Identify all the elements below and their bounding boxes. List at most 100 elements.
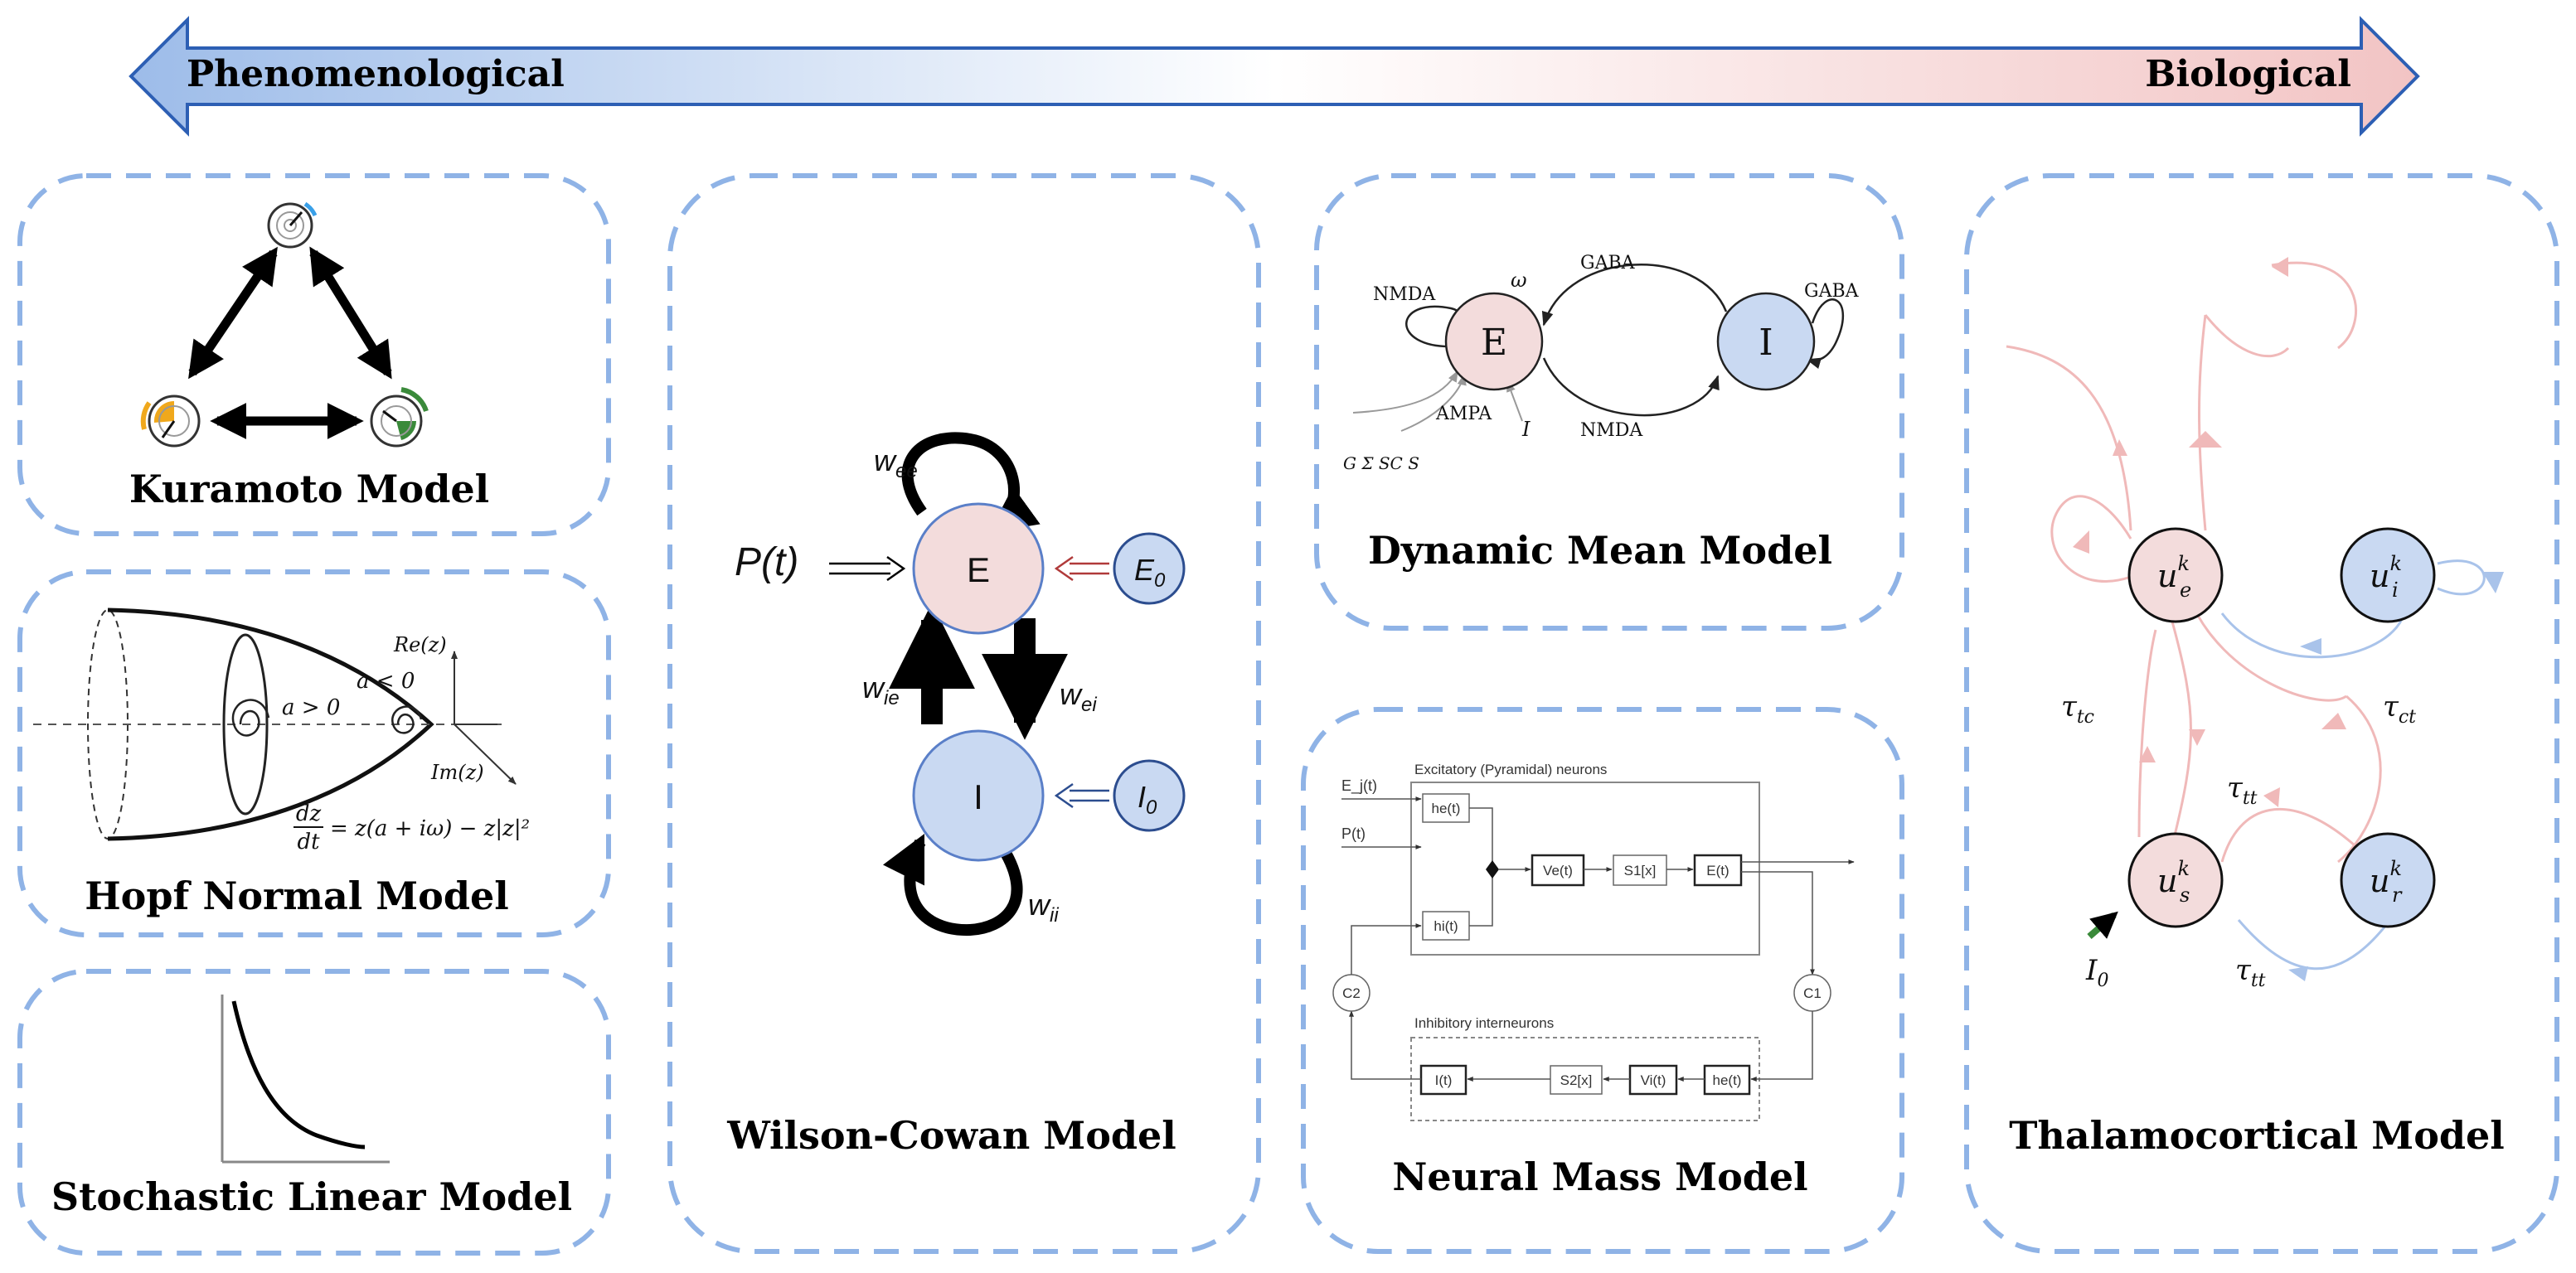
decay-curve-plot [221, 995, 390, 1164]
e0-input-node [1113, 532, 1186, 605]
equation-rhs: = z(a + iω) − z|z|² [330, 816, 530, 841]
input-pt-label: P(t) [735, 540, 798, 584]
vi-label: Vi(t) [1641, 1072, 1666, 1088]
re-axis-label: Re(z) [393, 633, 447, 656]
dmf-inhibitory-node [1716, 292, 1816, 391]
tau-tt2-label: τtt [2235, 954, 2266, 991]
dmf-excitatory-node [1444, 292, 1544, 391]
ur-node [2340, 832, 2436, 928]
equation-dt: dt [297, 830, 320, 854]
tau-ct-label: τct [2383, 690, 2416, 728]
s2-block [1550, 1065, 1603, 1095]
a-negative-label: a < 0 [357, 669, 415, 694]
spectrum-arrow: Phenomenological Biological [129, 16, 2420, 137]
it-label: I(t) [1435, 1072, 1453, 1088]
a-positive-label: a > 0 [282, 695, 340, 720]
tau-tc-label: τtc [2061, 690, 2094, 728]
coupling-arrow [309, 246, 392, 380]
oscillator-icon [267, 201, 318, 249]
gaba-top-label: GABA [1580, 253, 1636, 273]
w-ee-label: wee [874, 443, 918, 482]
blue-connections [2220, 559, 2486, 970]
nmda-bottom-label: NMDA [1580, 420, 1643, 441]
e0-arrow [1054, 555, 1109, 582]
nmm-panel: Excitatory (Pyramidal) neurons Inhibitor… [1301, 707, 1904, 1254]
equation-dz: dz [296, 801, 322, 826]
us-node [2127, 832, 2224, 928]
hi-label: hi(t) [1434, 918, 1458, 934]
he-bottom-block [1703, 1064, 1751, 1096]
he-block [1422, 793, 1470, 823]
omega-label: ω [1511, 269, 1527, 292]
dmf-node-e: E [1481, 322, 1507, 364]
e0-label: E0 [1134, 553, 1166, 592]
wilson-cowan-title: Wilson-Cowan Model [726, 1113, 1176, 1158]
im-axis-label: Im(z) [430, 761, 484, 784]
he-bottom-label: he(t) [1713, 1072, 1742, 1088]
i0-input-node [1113, 759, 1186, 832]
hopf-title: Hopf Normal Model [85, 874, 509, 918]
kuramoto-title: Kuramoto Model [129, 467, 489, 511]
nmm-title: Neural Mass Model [1392, 1154, 1807, 1199]
kuramoto-panel: Kuramoto Model [17, 173, 611, 536]
input-i-label: I [1521, 418, 1531, 441]
w-ie-label: wie [862, 670, 900, 709]
dmf-node-i: I [1759, 322, 1773, 364]
coupling-arrow [188, 246, 278, 380]
oscillator-icon [140, 394, 201, 448]
ampa-label: AMPA [1435, 404, 1492, 424]
hi-block [1422, 911, 1470, 941]
hopf-panel: a > 0 a < 0 Re(z) Im(z) dz dt = z(a + iω… [17, 569, 611, 937]
node-i-label: I [973, 777, 983, 816]
et-block [1693, 854, 1743, 887]
ve-label: Ve(t) [1543, 863, 1573, 879]
gaba-self-label: GABA [1804, 281, 1860, 302]
c1-label: C1 [1803, 985, 1822, 1001]
it-block [1419, 1064, 1467, 1096]
nmda-self-label: NMDA [1373, 284, 1436, 305]
i0-input-label: I0 [2085, 954, 2108, 991]
dmf-title: Dynamic Mean Model [1368, 528, 1832, 573]
phenomenological-label: Phenomenological [187, 53, 565, 95]
inhibitory-node [912, 729, 1045, 862]
excitatory-node [912, 502, 1045, 635]
w-ii-label: wii [1028, 888, 1059, 927]
stochastic-panel: Stochastic Linear Model [17, 969, 611, 1256]
s1-label: S1[x] [1624, 863, 1657, 879]
node-e-label: E [967, 550, 990, 589]
ui-node [2340, 527, 2436, 623]
excitatory-box [1410, 782, 1760, 956]
input-ej-label: E_j(t) [1341, 777, 1377, 795]
wilson-cowan-panel: E I P(t) E0 I0 wee wie wei wii Wilso [667, 173, 1261, 1254]
w-ee-loop [901, 432, 1041, 533]
tau-tt-label: τtt [2227, 772, 2258, 809]
oscillator-icon [370, 387, 429, 448]
he-top-label: he(t) [1432, 801, 1461, 816]
vi-block [1628, 1064, 1678, 1096]
ve-block [1531, 854, 1585, 887]
dmf-panel: E I NMDA ω GABA GABA AMPA I NMDA G Σ SC … [1314, 173, 1904, 631]
w-ei-label: wei [1060, 677, 1097, 716]
input-arrow [829, 555, 906, 582]
s2-label: S2[x] [1560, 1072, 1593, 1088]
i0-label: I0 [1138, 780, 1157, 819]
input-arrow [2087, 911, 2118, 940]
w-ii-loop [882, 833, 1023, 937]
ue-node [2127, 527, 2224, 623]
s1-block [1613, 854, 1667, 886]
coupling-label: G Σ SC S [1343, 453, 1419, 473]
pink-connections [2006, 261, 2382, 864]
c2-label: C2 [1342, 985, 1361, 1001]
input-p-label: P(t) [1341, 825, 1366, 842]
inh-header: Inhibitory interneurons [1414, 1015, 1554, 1031]
biological-label: Biological [2145, 53, 2351, 95]
exc-header: Excitatory (Pyramidal) neurons [1414, 762, 1607, 777]
thalamocortical-title: Thalamocortical Model [2009, 1113, 2505, 1158]
et-label: E(t) [1706, 863, 1729, 879]
